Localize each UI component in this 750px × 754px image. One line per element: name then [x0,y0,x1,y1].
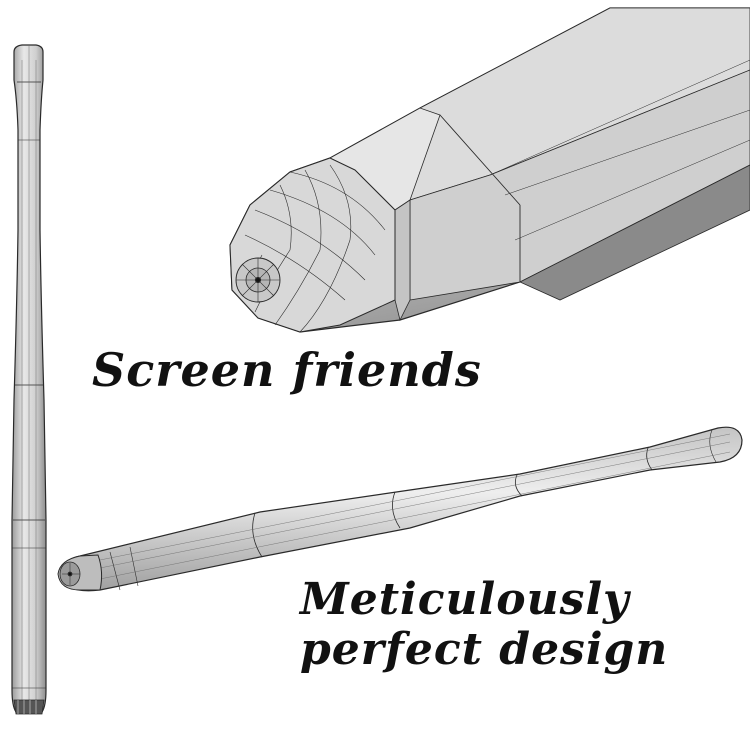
caption-line-perfect-design: perfect design [300,624,669,675]
caption-line-meticulously: Meticulously [300,574,630,625]
vertical-stylus [11,44,47,715]
closeup-stylus-tip [229,7,750,333]
diagonal-stylus [57,426,743,592]
caption-meticulous-design: Meticulously perfect design [300,575,668,675]
caption-screen-friends: Screen friends [92,343,482,397]
